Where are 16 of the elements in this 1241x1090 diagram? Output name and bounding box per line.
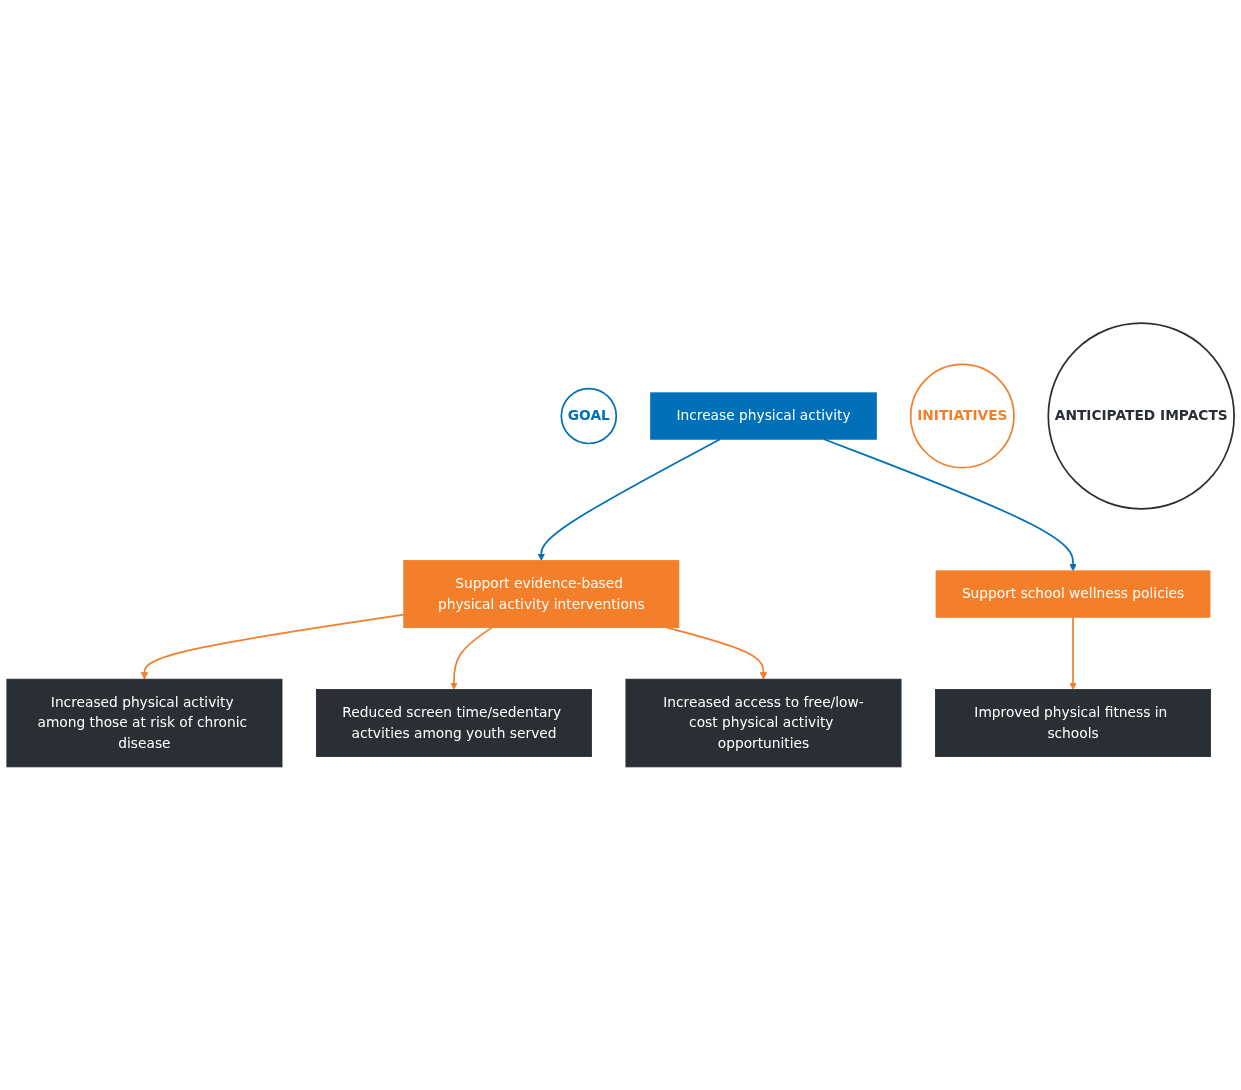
- node-circle: GOAL: [560, 387, 618, 445]
- node-box: Increase physical activity: [650, 392, 877, 440]
- node-circle: ANTICIPATED IMPACTS: [1047, 322, 1235, 510]
- arrow: [450, 626, 493, 690]
- node-circle: INITIATIVES: [909, 363, 1015, 469]
- arrow: [140, 613, 405, 680]
- node-box: Support evidence-based physical activity interventions: [403, 560, 680, 628]
- arrow: [823, 438, 1077, 572]
- arrow: [666, 626, 768, 680]
- node-box: Improved physical fitness in schools: [935, 689, 1211, 757]
- node-box: Increased access to free/low-cost physical activity opportunities: [625, 678, 902, 768]
- node-box: Support school wellness policies: [935, 570, 1211, 618]
- node-box: Increased physical activity among those at risk of chronic disease: [6, 678, 283, 768]
- arrow: [1069, 616, 1077, 690]
- arrow: [537, 438, 721, 561]
- node-box: Reduced screen time/sedentary actvities among youth served: [315, 689, 592, 757]
